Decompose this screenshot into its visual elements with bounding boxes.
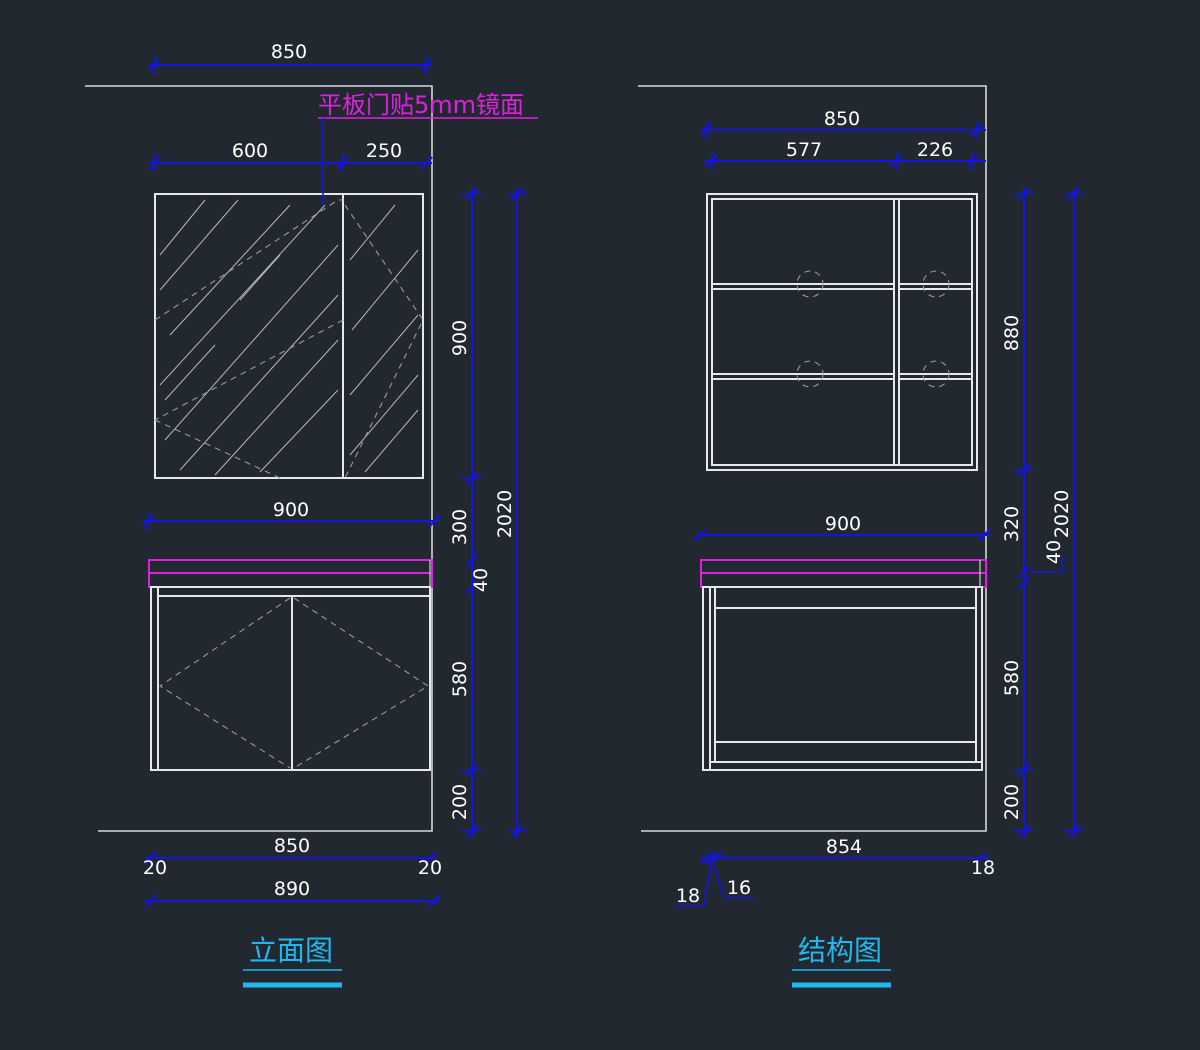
struct-dim-top-850: 850 bbox=[824, 108, 860, 130]
base-door-swing-left bbox=[158, 597, 291, 769]
base-structure-frame bbox=[702, 586, 983, 771]
dim-side-right-20: 20 bbox=[418, 857, 442, 879]
shelf-hole-1 bbox=[796, 270, 824, 298]
shelf-hole-2 bbox=[922, 270, 950, 298]
mirror-door-swing-left bbox=[154, 199, 343, 321]
dim-side-left-20: 20 bbox=[143, 857, 167, 879]
base-cabinet bbox=[150, 586, 431, 771]
dim-top-850: 850 bbox=[271, 41, 307, 63]
dim-h-40: 40 bbox=[470, 568, 492, 592]
structure-title: 结构图 bbox=[798, 934, 882, 967]
struct-dim-right-18: 18 bbox=[971, 857, 995, 879]
structure-view: 850 577 226 900 880 320 40 580 200 bbox=[638, 85, 1084, 988]
struct-dim-counter-900: 900 bbox=[825, 513, 861, 535]
shelf-hole-3 bbox=[796, 360, 824, 388]
elevation-title: 立面图 bbox=[249, 934, 333, 967]
leader-left-18 bbox=[676, 859, 713, 907]
mirror-note: 平板门贴5mm镜面 bbox=[318, 91, 524, 119]
dim-mirror-250: 250 bbox=[366, 140, 402, 162]
struct-dim-h-880: 880 bbox=[1001, 315, 1023, 351]
mirror-door-swing-left-lower bbox=[154, 319, 344, 479]
struct-dim-total-2020: 2020 bbox=[1051, 490, 1073, 538]
dim-total-2020: 2020 bbox=[494, 490, 516, 538]
base-cabinet-frame bbox=[150, 586, 431, 771]
struct-dim-h-580: 580 bbox=[1001, 660, 1023, 696]
base-door-swing-right bbox=[293, 597, 430, 769]
dim-h-300: 300 bbox=[449, 509, 471, 545]
dim-counter-900: 900 bbox=[273, 499, 309, 521]
base-cabinet-structure bbox=[702, 586, 983, 771]
struct-dim-h-320: 320 bbox=[1001, 506, 1023, 542]
dim-h-580: 580 bbox=[449, 661, 471, 697]
struct-dim-577: 577 bbox=[786, 139, 822, 161]
struct-dim-h-200: 200 bbox=[1001, 784, 1023, 820]
mirror-hatch bbox=[159, 199, 419, 476]
elevation-wall-outline bbox=[85, 85, 433, 832]
struct-dim-226: 226 bbox=[917, 139, 953, 161]
struct-dim-bottom-854: 854 bbox=[826, 836, 862, 858]
elevation-view: 850 平板门贴5mm镜面 600 250 900 900 300 bbox=[85, 41, 538, 988]
mirror-cabinet-frame bbox=[154, 193, 424, 479]
dim-mirror-600: 600 bbox=[232, 140, 268, 162]
mirror-cabinet bbox=[154, 193, 424, 479]
struct-dim-left-18: 18 bbox=[676, 885, 700, 907]
structure-wall-outline bbox=[638, 85, 987, 832]
dim-h-200: 200 bbox=[449, 784, 471, 820]
leader-left-16 bbox=[711, 859, 754, 899]
dim-bottom-890: 890 bbox=[274, 878, 310, 900]
struct-dim-left-16: 16 bbox=[727, 877, 751, 899]
dim-h-900: 900 bbox=[449, 320, 471, 356]
struct-dim-h-40: 40 bbox=[1043, 540, 1065, 564]
upper-cabinet-frame bbox=[706, 193, 978, 471]
mirror-door-swing-right bbox=[344, 204, 424, 479]
shelf-hole-4 bbox=[922, 360, 950, 388]
dim-bottom-850: 850 bbox=[274, 835, 310, 857]
upper-cabinet-structure bbox=[706, 193, 978, 471]
